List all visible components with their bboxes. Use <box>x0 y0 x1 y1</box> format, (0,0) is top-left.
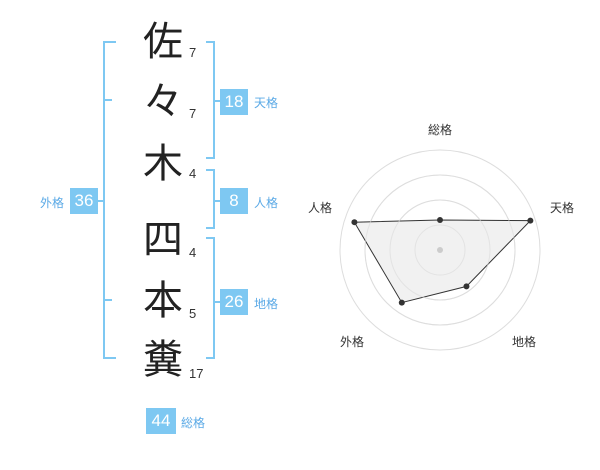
name-char-5: 本 <box>143 278 183 324</box>
name-char-3: 木 <box>143 141 183 187</box>
radar-ring-overlay <box>364 174 516 326</box>
radar-ring-overlay <box>414 224 466 276</box>
radar-point-1 <box>437 217 443 223</box>
tenkaku-label: 天格 <box>254 96 279 110</box>
chikaku-label: 地格 <box>254 297 279 311</box>
radar-axis-label-chikaku: 地格 <box>511 335 536 349</box>
gaikaku-value-badge: 36 <box>70 188 98 214</box>
jinkaku-value-badge: 8 <box>220 188 248 214</box>
stroke-count-1: 7 <box>189 45 197 60</box>
stroke-count-5: 5 <box>189 306 197 321</box>
chikaku-bracket <box>206 237 215 359</box>
radar-axis-label-soukaku: 総格 <box>427 123 452 137</box>
radar-axis-label-gaikaku: 外格 <box>339 335 364 349</box>
radar-point-3 <box>463 283 470 290</box>
stroke-count-6: 17 <box>189 366 204 381</box>
radar-ring-overlay <box>389 199 491 301</box>
soukaku-label: 総格 <box>181 416 206 430</box>
radar-point-5 <box>351 219 358 226</box>
name-char-4: 四 <box>143 217 183 263</box>
stroke-count-2: 7 <box>189 106 197 121</box>
gaikaku-label: 外格 <box>40 196 65 210</box>
radar-point-2 <box>527 217 534 224</box>
jinkaku-label: 人格 <box>254 196 279 210</box>
stroke-count-4: 4 <box>189 245 197 260</box>
radar-axis-label-tenkaku: 天格 <box>549 201 574 215</box>
name-char-2: 々 <box>143 79 183 125</box>
soukaku-value-badge: 44 <box>146 408 176 434</box>
radar-polygon <box>353 219 532 304</box>
name-char-6: 糞 <box>143 337 183 383</box>
tenkaku-value-badge: 18 <box>220 89 248 115</box>
stroke-count-3: 4 <box>189 166 197 181</box>
jinkaku-bracket <box>206 169 215 229</box>
radar-axis-label-jinkaku: 人格 <box>307 201 332 215</box>
name-char-1: 佐 <box>143 19 183 65</box>
chikaku-value-badge: 26 <box>220 289 248 315</box>
radar-center-dot <box>437 247 443 253</box>
radar-point-4 <box>398 299 405 306</box>
